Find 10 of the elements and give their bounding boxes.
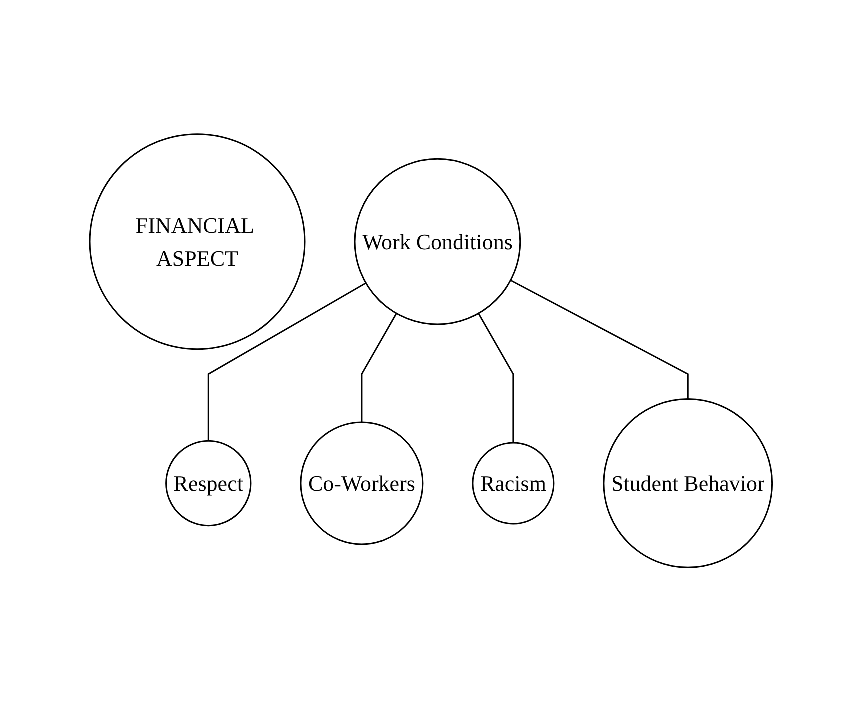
connector <box>478 313 515 443</box>
connector <box>362 313 398 422</box>
node-circle: Respect <box>166 440 252 527</box>
node-circle: FINANCIAL ASPECT <box>90 134 306 350</box>
node-circle: Co-Workers <box>300 422 424 546</box>
connector <box>208 282 367 442</box>
node-circle: Racism <box>472 442 556 525</box>
connector <box>510 280 690 400</box>
node-circle: Work Conditions <box>354 158 522 326</box>
node-circle: Student Behavior <box>604 398 774 568</box>
